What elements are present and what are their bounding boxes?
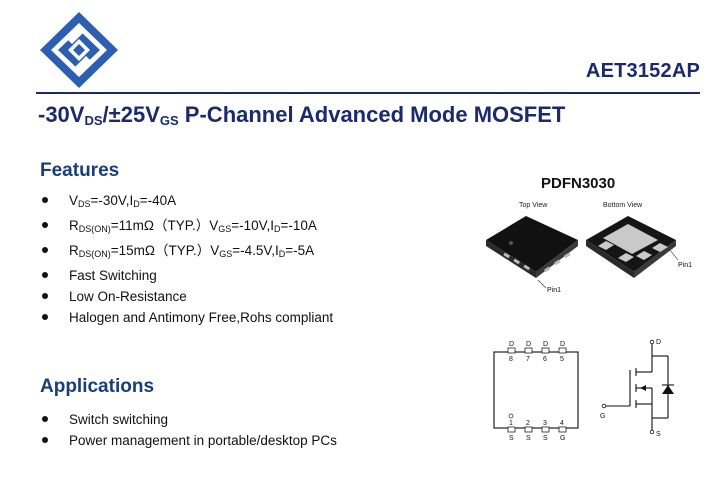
bottom-pin-number: 3 xyxy=(543,420,547,427)
header-divider xyxy=(36,92,700,94)
top-pin-letter: D xyxy=(560,341,565,348)
bottom-view-pin1-label: Pin1 xyxy=(678,262,692,269)
top-pads xyxy=(507,347,567,354)
top-view-label: Top View xyxy=(519,202,548,209)
title-description: P-Channel Advanced Mode MOSFET xyxy=(178,102,566,127)
document-title: -30VDS/±25VGS P-Channel Advanced Mode MO… xyxy=(38,102,565,128)
applications-list: Switch switching Power management in por… xyxy=(40,409,337,451)
mosfet-schematic-symbol: D G S xyxy=(600,339,674,438)
pinout-footprint-diagram: D D D D 8 7 6 5 1 2 3 4 S S S G xyxy=(493,341,579,442)
title-ds-subscript: DS xyxy=(84,113,103,128)
top-pin-number: 6 xyxy=(543,356,547,363)
top-pin-number: 7 xyxy=(526,356,530,363)
part-number: AET3152AP xyxy=(585,60,700,82)
top-pin-letter: D xyxy=(509,341,514,348)
package-illustration: Pin1 Pin1 xyxy=(486,216,692,294)
title-gs-subscript: GS xyxy=(159,113,179,128)
package-bottom-view-icon xyxy=(586,216,679,278)
bottom-pin-letter: G xyxy=(560,435,565,442)
top-pin-number: 5 xyxy=(560,356,564,363)
application-item-switch: Switch switching xyxy=(40,409,337,430)
top-pin-number: 8 xyxy=(509,356,513,363)
feature-item-rdson-4v5: RDS(ON)=15mΩ（TYP.）VGS=-4.5V,ID=-5A xyxy=(40,240,333,265)
bottom-pads xyxy=(507,426,567,433)
title-vds-value: -30V xyxy=(38,102,85,127)
bottom-view-label: Bottom View xyxy=(603,202,643,209)
company-logo-icon xyxy=(40,12,118,88)
application-item-power-management: Power management in portable/desktop PCs xyxy=(40,430,337,451)
package-name: PDFN3030 xyxy=(541,175,616,192)
title-vgs-value: /±25V xyxy=(102,102,160,127)
top-view-pin1-label: Pin1 xyxy=(547,287,561,294)
applications-heading: Applications xyxy=(40,376,155,397)
gate-label: G xyxy=(600,413,605,420)
source-label: S xyxy=(656,431,661,438)
feature-item-low-on-resistance: Low On-Resistance xyxy=(40,286,333,307)
bottom-pin-letter: S xyxy=(543,435,548,442)
top-pin-letter: D xyxy=(526,341,531,348)
feature-item-rdson-10v: RDS(ON)=11mΩ（TYP.）VGS=-10V,ID=-10A xyxy=(40,215,333,240)
feature-item-halogen-free: Halogen and Antimony Free,Rohs compliant xyxy=(40,307,333,328)
top-pin-letter: D xyxy=(543,341,548,348)
bottom-pin-letter: S xyxy=(526,435,531,442)
bottom-pin-number: 2 xyxy=(526,420,530,427)
bottom-pin-number: 4 xyxy=(560,420,564,427)
features-heading: Features xyxy=(40,160,120,181)
bottom-pin-number: 1 xyxy=(509,420,513,427)
feature-item-vds-id: VDS=-30V,ID=-40A xyxy=(40,190,333,215)
feature-item-fast-switching: Fast Switching xyxy=(40,265,333,286)
drain-label: D xyxy=(656,339,661,346)
package-top-view-icon xyxy=(486,216,578,289)
features-list: VDS=-30V,ID=-40A RDS(ON)=11mΩ（TYP.）VGS=-… xyxy=(40,190,333,328)
pin1-marker-icon xyxy=(508,413,514,419)
bottom-pin-letter: S xyxy=(509,435,514,442)
